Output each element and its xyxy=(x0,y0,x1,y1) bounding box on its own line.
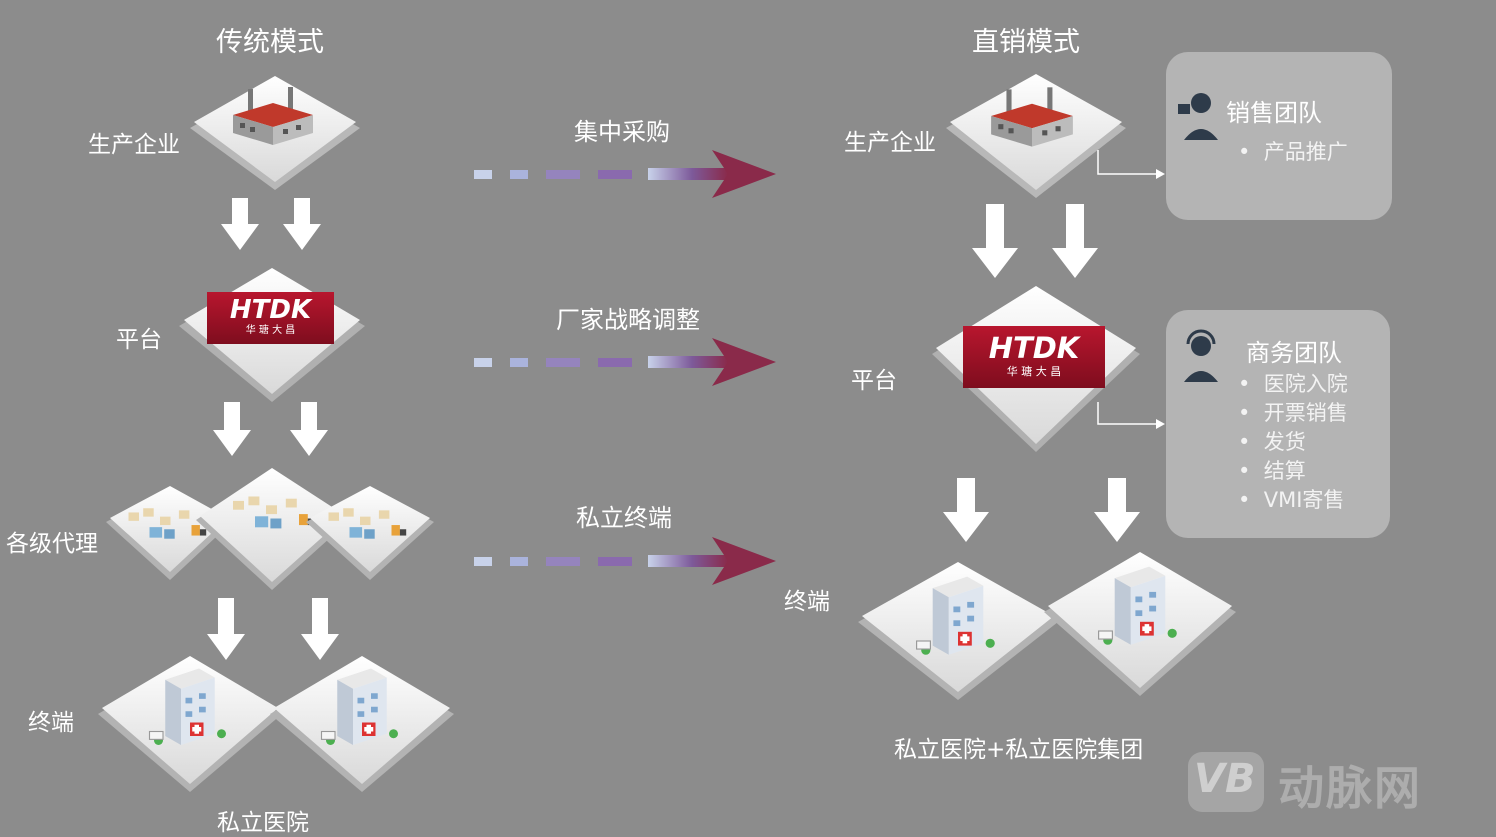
direct-platform-logo: HTDK 华 瑭 大 昌 xyxy=(963,332,1105,379)
business-panel-title: 商务团队 xyxy=(1246,339,1342,367)
transition-arrow-2 xyxy=(474,338,776,386)
trad-platform-tile xyxy=(179,268,365,402)
direct-platform-tile xyxy=(932,286,1140,452)
logo-brand: HTDK xyxy=(229,295,312,325)
logo-brand: HTDK xyxy=(988,331,1080,365)
transition-arrow-3 xyxy=(474,537,776,585)
trad-arrows-3 xyxy=(207,598,339,660)
sales-panel-title: 销售团队 xyxy=(1226,99,1322,127)
logo-subtitle: 华 瑭 大 昌 xyxy=(1006,365,1062,378)
direct-terminal-tiles xyxy=(858,552,1236,700)
trad-terminal-label: 终端 xyxy=(28,710,74,736)
watermark-text: 动脉网 xyxy=(1278,761,1422,815)
direct-title: 直销模式 xyxy=(972,27,1080,58)
direct-arrows-2 xyxy=(943,478,1140,542)
trad-bottom-label: 私立医院 xyxy=(217,810,309,836)
business-panel-item: • 发货 xyxy=(1238,430,1306,454)
direct-bottom-label: 私立医院+私立医院集团 xyxy=(894,737,1144,763)
transition-label-1: 集中采购 xyxy=(574,118,670,146)
sales-panel-box xyxy=(1166,52,1392,220)
transition-label-3: 私立终端 xyxy=(576,504,672,532)
business-panel-item: • 结算 xyxy=(1238,459,1306,483)
briefcase-person-icon xyxy=(1178,93,1218,140)
trad-producer-tile xyxy=(190,76,360,190)
traditional-title: 传统模式 xyxy=(216,27,324,58)
direct-connector-1 xyxy=(1097,150,1165,179)
watermark-logo-mark xyxy=(1188,752,1264,812)
transition-arrow-1 xyxy=(474,150,776,198)
trad-platform-label: 平台 xyxy=(116,327,162,353)
trad-agents-tiles xyxy=(106,468,434,590)
direct-arrows-1 xyxy=(972,204,1098,278)
trad-arrows-2 xyxy=(213,402,328,456)
direct-connector-2 xyxy=(1097,402,1165,429)
business-panel-box xyxy=(1166,310,1390,538)
business-panel-item: • 开票销售 xyxy=(1238,401,1348,425)
direct-terminal-label: 终端 xyxy=(784,589,830,615)
direct-producer-label: 生产企业 xyxy=(844,130,936,156)
trad-agents-label: 各级代理 xyxy=(6,531,98,557)
sales-panel-item: • 产品推广 xyxy=(1238,140,1348,164)
direct-platform-label: 平台 xyxy=(851,368,897,394)
trad-producer-label: 生产企业 xyxy=(88,132,180,158)
trad-terminal-tiles xyxy=(98,656,454,792)
watermark-mark: VB xyxy=(1194,756,1256,802)
logo-subtitle: 华 瑭 大 昌 xyxy=(245,325,296,336)
transition-label-2: 厂家战略调整 xyxy=(556,306,700,334)
trad-arrows-1 xyxy=(221,198,321,250)
headset-person-icon xyxy=(1184,329,1218,382)
direct-producer-tile xyxy=(946,74,1126,198)
business-panel-item: • 医院入院 xyxy=(1238,372,1348,396)
trad-platform-logo: HTDK 华 瑭 大 昌 xyxy=(207,296,334,338)
business-panel-item: • VMI寄售 xyxy=(1238,488,1345,512)
